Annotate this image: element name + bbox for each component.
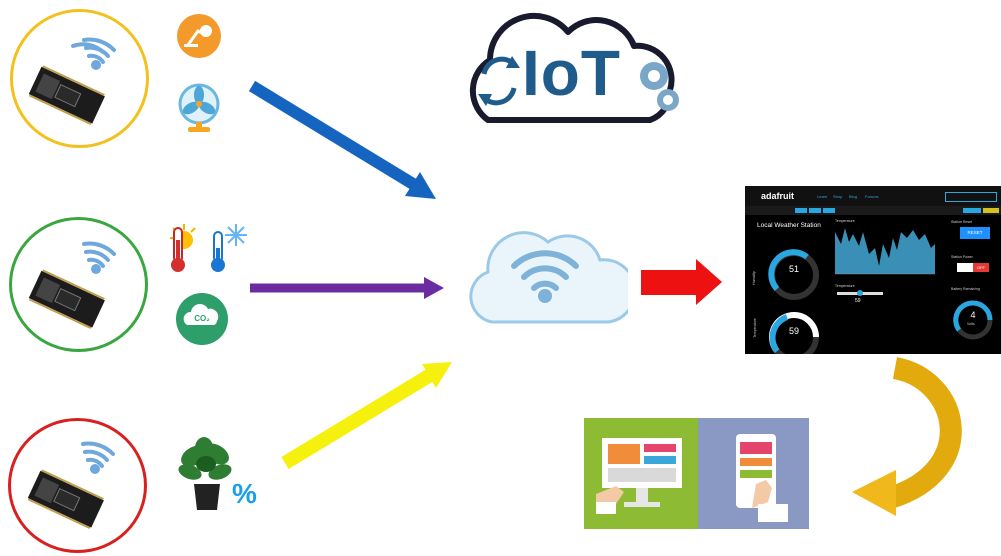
arrow-yellow (281, 368, 436, 469)
arrow-gold-head (852, 470, 896, 516)
humidity-percent: % (232, 478, 257, 509)
desktop-monitor-icon (596, 438, 682, 514)
station-power-label: Station Power (951, 255, 973, 259)
humidity-gauge (768, 249, 819, 300)
plant-icon (178, 437, 232, 510)
fan-icon (178, 83, 220, 132)
subbar-chip (983, 208, 999, 213)
temperature-value: 59 (788, 326, 799, 336)
battery-unit: Volts (967, 322, 975, 326)
lamp-icon (177, 14, 221, 58)
arrow-purple-head (424, 277, 444, 299)
iot-logo-text: IoT (522, 37, 621, 109)
sensor-node-red (8, 418, 147, 553)
nav-forums[interactable]: Forums (865, 194, 879, 199)
esp-board-icon (28, 241, 116, 329)
co2-icon (176, 293, 228, 345)
subbar-chip (823, 208, 835, 213)
arrow-red (641, 270, 697, 295)
reset-button[interactable]: RESET (960, 227, 990, 239)
wifi-cloud-icon (469, 231, 628, 324)
humidity-value: 51 (788, 264, 799, 274)
temperature-label: Temperature (752, 318, 757, 338)
station-reset-label: Station Reset (951, 220, 973, 224)
arrow-red-head (696, 259, 722, 305)
slider-value: 59 (855, 298, 861, 304)
station-title: Local Weather Station (757, 222, 821, 229)
battery-value: 4 (970, 310, 976, 320)
battery-gauge (953, 300, 993, 340)
co2-label: CO₂ (194, 314, 210, 323)
esp-board-icon (28, 37, 116, 125)
nav-blog[interactable]: Blog (849, 194, 858, 199)
arrow-blue-head (405, 172, 436, 199)
arrow-yellow-head (422, 362, 452, 388)
esp-board-icon (27, 441, 115, 529)
chart-title: Temperature (835, 219, 855, 223)
nav-learn[interactable]: Learn (817, 194, 828, 199)
temperature-gauge (768, 311, 819, 354)
dashboard-screenshot: adafruit Learn Shop Blog Forums Local We… (745, 186, 1001, 354)
iot-cloud-logo (469, 12, 679, 123)
search-field[interactable] (945, 192, 997, 202)
arrow-blue (248, 80, 422, 193)
sensor-node-green (9, 217, 148, 352)
humidity-label: Humidity (751, 271, 756, 285)
temperature-chart (835, 228, 935, 275)
arrow-gold (886, 357, 962, 509)
tablet-icon (736, 434, 788, 522)
power-toggle-off[interactable]: OFF (973, 263, 989, 272)
dashboard-topbar (745, 186, 1001, 206)
subbar-chip (809, 208, 821, 213)
temperature-icon (170, 224, 247, 272)
temperature-slider-handle[interactable] (857, 290, 863, 296)
battery-label: Battery Remaining (951, 287, 980, 291)
dashboard-subbar (745, 206, 1001, 215)
adafruit-logo: adafruit (761, 191, 795, 201)
slider-label: Temperature (835, 284, 855, 288)
nav-shop[interactable]: Shop (833, 194, 843, 199)
sensor-node-yellow (10, 9, 149, 148)
subbar-chip (963, 208, 981, 213)
subbar-chip (795, 208, 807, 213)
